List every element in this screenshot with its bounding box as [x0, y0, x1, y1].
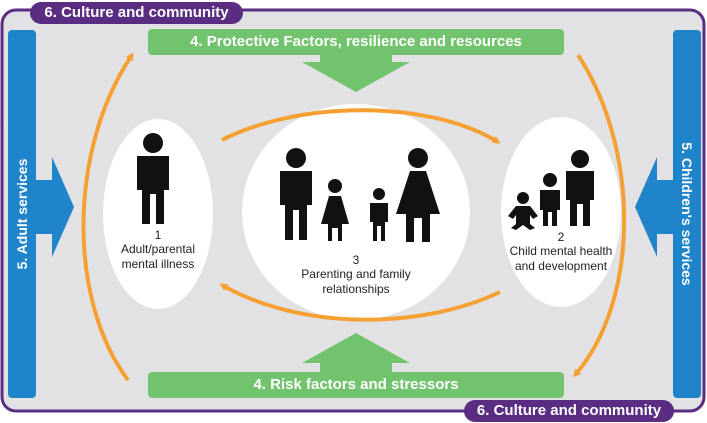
- culture-tab-bottom: 6. Culture and community: [476, 402, 662, 419]
- adult-services-label: 5. Adult services: [14, 158, 30, 270]
- child-node-number: 2: [557, 230, 565, 244]
- risk-factors-bar: [148, 333, 564, 398]
- protective-factors-label: 4. Protective Factors, resilience and re…: [190, 33, 522, 50]
- arrow-child-to-adult: [219, 283, 501, 322]
- family-node-number: 3: [352, 253, 360, 267]
- orange-arrows: [81, 52, 627, 382]
- risk-factors-label: 4. Risk factors and stressors: [253, 376, 459, 393]
- culture-tab-bottom-bg: [464, 400, 674, 422]
- childrens-services-label: 5. Children's services: [679, 142, 695, 286]
- child-node-text: 2 Child mental health and development: [501, 230, 621, 274]
- arrow-adult-to-protective: [81, 52, 134, 382]
- child-oval: [501, 117, 621, 307]
- adult-node-text: 1 Adult/parental mental illness: [103, 228, 213, 272]
- protective-factors-bar: [148, 29, 564, 92]
- family-node-label-line1: Parenting and family: [301, 267, 411, 281]
- children-figures-icon: [508, 150, 594, 230]
- arrow-adult-to-child: [221, 108, 501, 144]
- child-node-label-line1: Child mental health: [509, 244, 613, 258]
- family-node-text: 3 Parenting and family relationships: [276, 253, 436, 297]
- culture-tab-top: 6. Culture and community: [44, 4, 229, 21]
- culture-tab-top-bg: [30, 2, 243, 24]
- adult-figure-icon: [137, 133, 169, 224]
- child-node-label-line2: and development: [514, 259, 608, 273]
- adult-node-label-line1: Adult/parental: [120, 242, 196, 256]
- adult-node-label-line2: mental illness: [121, 257, 195, 271]
- arrow-protective-to-children: [573, 53, 627, 378]
- family-node-label-line2: relationships: [322, 282, 390, 296]
- childrens-services-bar: [635, 30, 701, 398]
- adult-node-number: 1: [154, 228, 162, 242]
- adult-services-bar: [8, 30, 74, 398]
- family-figures-icon: [280, 148, 440, 242]
